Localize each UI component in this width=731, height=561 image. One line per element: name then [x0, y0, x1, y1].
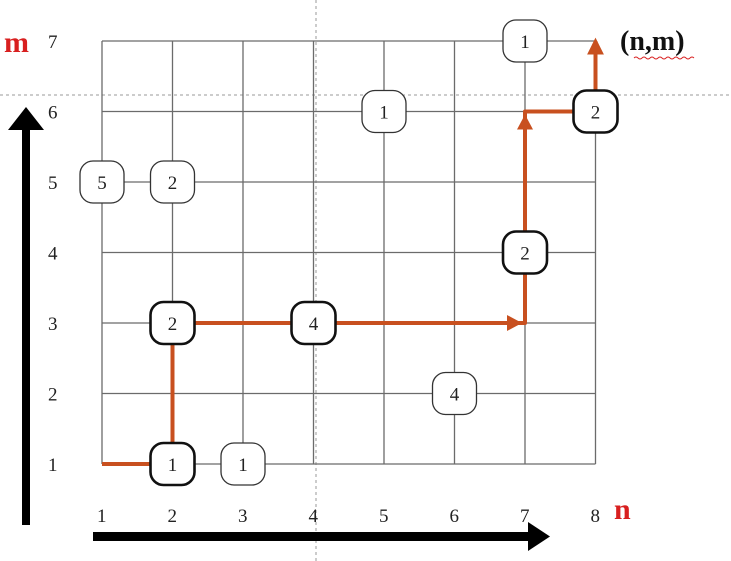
node-outline	[290, 300, 337, 346]
node-outline	[431, 371, 478, 416]
y-tick-label: 1	[48, 455, 58, 476]
x-tick-label: 5	[379, 506, 389, 527]
y-tick-label: 5	[48, 173, 58, 194]
node-outline	[572, 89, 619, 134]
node-outline	[220, 442, 266, 486]
node-box: 4	[431, 371, 478, 416]
node-value: 2	[520, 244, 530, 265]
y-tick-label: 4	[48, 244, 58, 265]
node-value: 1	[168, 455, 178, 476]
vertical-axis-arrow	[8, 107, 44, 525]
node-outline	[501, 230, 549, 275]
node-box: 2	[572, 89, 619, 134]
y-tick-label: 3	[48, 314, 58, 335]
node-box: 5	[79, 160, 125, 204]
node-box: 4	[290, 300, 337, 346]
node-value: 2	[168, 173, 178, 194]
spellcheck-underline	[633, 56, 695, 60]
node-box: 1	[149, 441, 196, 487]
node-value: 4	[309, 314, 319, 335]
x-tick-label: 4	[309, 506, 319, 527]
corner-label: (n,m)	[620, 26, 685, 57]
y-tick-labels: 1 2 3 4 5 6 7	[48, 32, 58, 476]
node-value: 2	[591, 103, 601, 124]
y-axis-label: m	[4, 26, 29, 59]
x-tick-label: 2	[168, 506, 178, 527]
y-tick-label: 7	[48, 32, 58, 53]
node-boxes: 1 1 4 2 4 2 5 2 1 2 1	[79, 19, 619, 487]
node-value: 2	[168, 314, 178, 335]
node-outline	[79, 160, 125, 204]
node-value: 5	[97, 173, 107, 194]
x-tick-label: 7	[520, 506, 530, 527]
path-arrowhead	[507, 315, 522, 331]
node-box: 1	[502, 19, 548, 63]
node-box: 1	[361, 89, 407, 134]
node-outline	[361, 89, 407, 134]
x-tick-label: 6	[450, 506, 460, 527]
node-outline	[149, 441, 196, 487]
node-box: 2	[149, 160, 196, 204]
horizontal-axis-arrow	[93, 522, 550, 551]
node-box: 2	[149, 300, 196, 346]
x-tick-label: 8	[591, 506, 601, 527]
x-tick-label: 1	[97, 506, 107, 527]
x-tick-label: 3	[238, 506, 248, 527]
node-outline	[502, 19, 548, 63]
node-value: 4	[450, 385, 460, 406]
node-box: 1	[220, 442, 266, 486]
node-value: 1	[238, 455, 248, 476]
x-tick-labels: 1 2 3 4 5 6 7 8	[97, 506, 600, 527]
node-outline	[149, 160, 196, 204]
x-axis-label: n	[614, 493, 631, 526]
node-outline	[149, 300, 196, 346]
path-arrowhead	[517, 114, 533, 130]
node-value: 1	[379, 103, 389, 124]
y-tick-label: 6	[48, 103, 58, 124]
node-box: 2	[501, 230, 549, 275]
node-value: 1	[520, 32, 530, 53]
y-tick-label: 2	[48, 385, 58, 406]
